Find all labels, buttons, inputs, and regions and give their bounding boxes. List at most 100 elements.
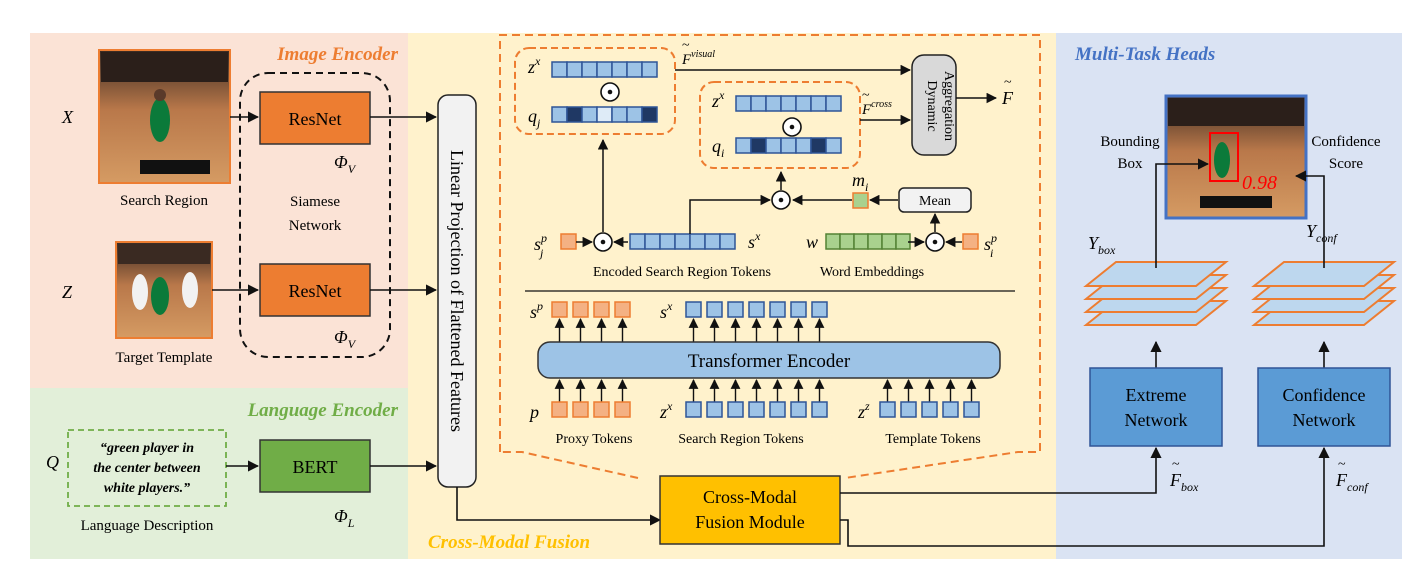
resnet-bottom-label: ResNet — [289, 281, 342, 301]
zx-visual-label: zx — [527, 54, 541, 77]
token-cell — [572, 401, 589, 418]
transformer-encoder-label: Transformer Encoder — [688, 351, 851, 372]
token-cell — [839, 233, 855, 250]
zz-label: zz — [857, 399, 870, 422]
token-cell — [674, 233, 691, 250]
word-embedding-token-row — [825, 233, 911, 250]
template-tokens-caption: Template Tokens — [885, 432, 980, 447]
search-region-token-row — [685, 401, 828, 418]
search-region-image — [98, 49, 231, 184]
bounding-box-label-1: Bounding — [1100, 134, 1160, 150]
extreme-network-label-1: Extreme — [1126, 385, 1187, 405]
q-label: Q — [46, 452, 59, 472]
zx-bottom-label: zx — [659, 399, 673, 422]
token-cell — [810, 95, 827, 112]
token-cell — [825, 137, 842, 154]
token-cell — [867, 233, 883, 250]
token-cell — [611, 106, 628, 123]
language-description-caption: Language Description — [81, 518, 214, 534]
token-cell — [641, 106, 658, 123]
token-cell — [853, 233, 869, 250]
token-cell — [810, 137, 827, 154]
token-cell — [706, 401, 723, 418]
resnet-top-label: ResNet — [289, 109, 342, 129]
confidence-network-label-1: Confidence — [1283, 385, 1366, 405]
phi-v-bottom: ΦV — [334, 327, 357, 351]
sx-output-token-row — [685, 301, 828, 318]
token-cell — [581, 61, 598, 78]
description-line-2: the center between — [93, 461, 201, 476]
token-cell — [748, 301, 765, 318]
token-cell — [811, 301, 828, 318]
token-cell — [881, 233, 897, 250]
bert-box — [259, 439, 371, 493]
resnet-top-box — [259, 91, 371, 145]
z-label: Z — [62, 282, 73, 302]
f-cross-label: Fcross — [861, 99, 892, 118]
visual-group-box — [514, 47, 676, 135]
arrow-fusion-to-confidence — [840, 446, 1330, 547]
f-visual-tilde: ~ — [682, 38, 690, 53]
description-line-1: “green player in — [100, 441, 194, 456]
arrow-projection-to-fusion — [456, 487, 662, 526]
f-cross-tilde: ~ — [862, 88, 870, 103]
token-cell — [879, 401, 896, 418]
confidence-score-value: 0.98 — [1242, 172, 1277, 194]
confidence-score-label-1: Confidence — [1311, 134, 1380, 150]
token-cell — [551, 106, 568, 123]
token-cell — [685, 401, 702, 418]
token-cell — [659, 233, 676, 250]
extreme-network-box — [1089, 367, 1223, 447]
siamese-label-1: Siamese — [290, 194, 340, 210]
cross-zx-token-row — [735, 95, 842, 112]
transformer-encoder-box — [537, 341, 1001, 379]
bounding-box-overlay — [1209, 132, 1239, 182]
sp-top-label: sp — [530, 299, 543, 322]
token-cell — [644, 233, 661, 250]
token-cell — [735, 137, 752, 154]
fusion-detail-outline — [499, 34, 1041, 479]
token-cell — [551, 301, 568, 318]
language-description-box — [67, 429, 227, 507]
resnet-bottom-box — [259, 263, 371, 317]
confidence-network-box — [1257, 367, 1391, 447]
token-cell — [780, 95, 797, 112]
dynamic-aggregation-box — [911, 54, 957, 156]
sjp-token — [560, 233, 577, 250]
encoded-tokens-caption: Encoded Search Region Tokens — [593, 265, 771, 280]
token-cell — [825, 95, 842, 112]
image-encoder-title: Image Encoder — [276, 44, 398, 65]
token-cell — [685, 301, 702, 318]
sip-token — [962, 233, 979, 250]
token-cell — [769, 301, 786, 318]
word-embeddings-caption: Word Embeddings — [820, 265, 924, 280]
f-output-label: F — [1001, 88, 1014, 108]
fusion-module-box — [659, 475, 841, 545]
f-box-tilde: ~ — [1172, 457, 1180, 472]
token-cell — [811, 401, 828, 418]
token-cell — [566, 61, 583, 78]
token-cell — [614, 301, 631, 318]
mi-label: mi — [852, 170, 868, 194]
target-template-caption: Target Template — [116, 350, 213, 366]
visual-zx-token-row — [551, 61, 658, 78]
token-cell — [795, 137, 812, 154]
token-cell — [765, 95, 782, 112]
token-cell — [626, 106, 643, 123]
description-line-3: white players.” — [104, 481, 190, 496]
zx-cross-label: zx — [711, 88, 725, 111]
token-cell — [626, 61, 643, 78]
token-cell — [629, 233, 646, 250]
token-cell — [963, 401, 980, 418]
cross-qi-token-row — [735, 137, 842, 154]
token-cell — [769, 401, 786, 418]
siamese-label-2: Network — [289, 218, 342, 234]
template-token-row — [879, 401, 980, 418]
transformer-output-arrows — [554, 318, 825, 342]
token-cell — [719, 233, 736, 250]
y-box-feature-stack — [1083, 261, 1229, 326]
confidence-network-label-2: Network — [1293, 410, 1356, 430]
siamese-network-container — [239, 72, 391, 358]
